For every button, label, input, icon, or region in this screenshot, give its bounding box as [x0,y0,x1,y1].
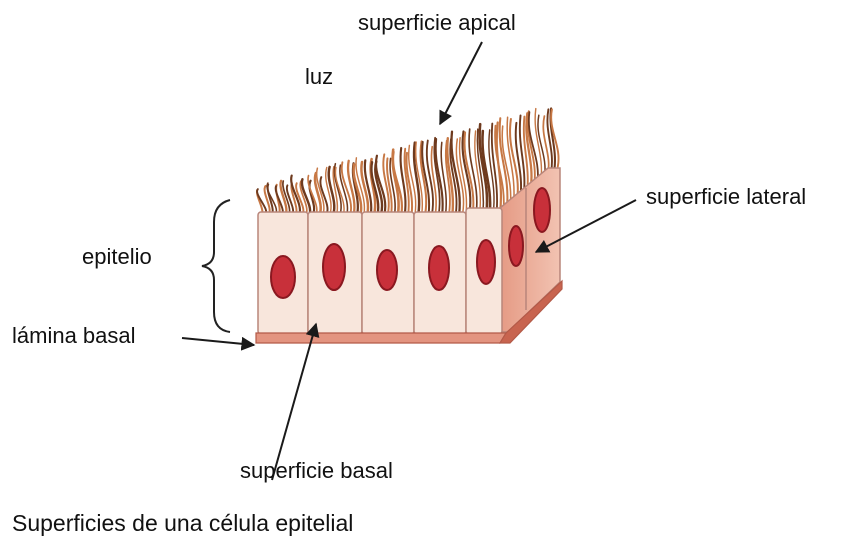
label-epitelio: epitelio [82,244,152,270]
nucleus [429,246,449,290]
nucleus [377,250,397,290]
label-lamina-basal: lámina basal [12,323,136,349]
lamina-arrow [182,338,254,345]
apical-arrow [440,42,482,124]
basal-arrow [272,324,316,480]
nucleus [534,188,550,232]
nucleus [323,244,345,290]
label-superficie-apical: superficie apical [358,10,516,36]
label-luz: luz [305,64,333,90]
nucleus [509,226,523,266]
nucleus [271,256,295,298]
nucleus [477,240,495,284]
epithelium-brace [202,200,230,332]
label-superficie-basal: superficie basal [240,458,393,484]
label-superficie-lateral: superficie lateral [646,184,806,210]
figure-caption: Superficies de una célula epitelial [12,510,353,536]
